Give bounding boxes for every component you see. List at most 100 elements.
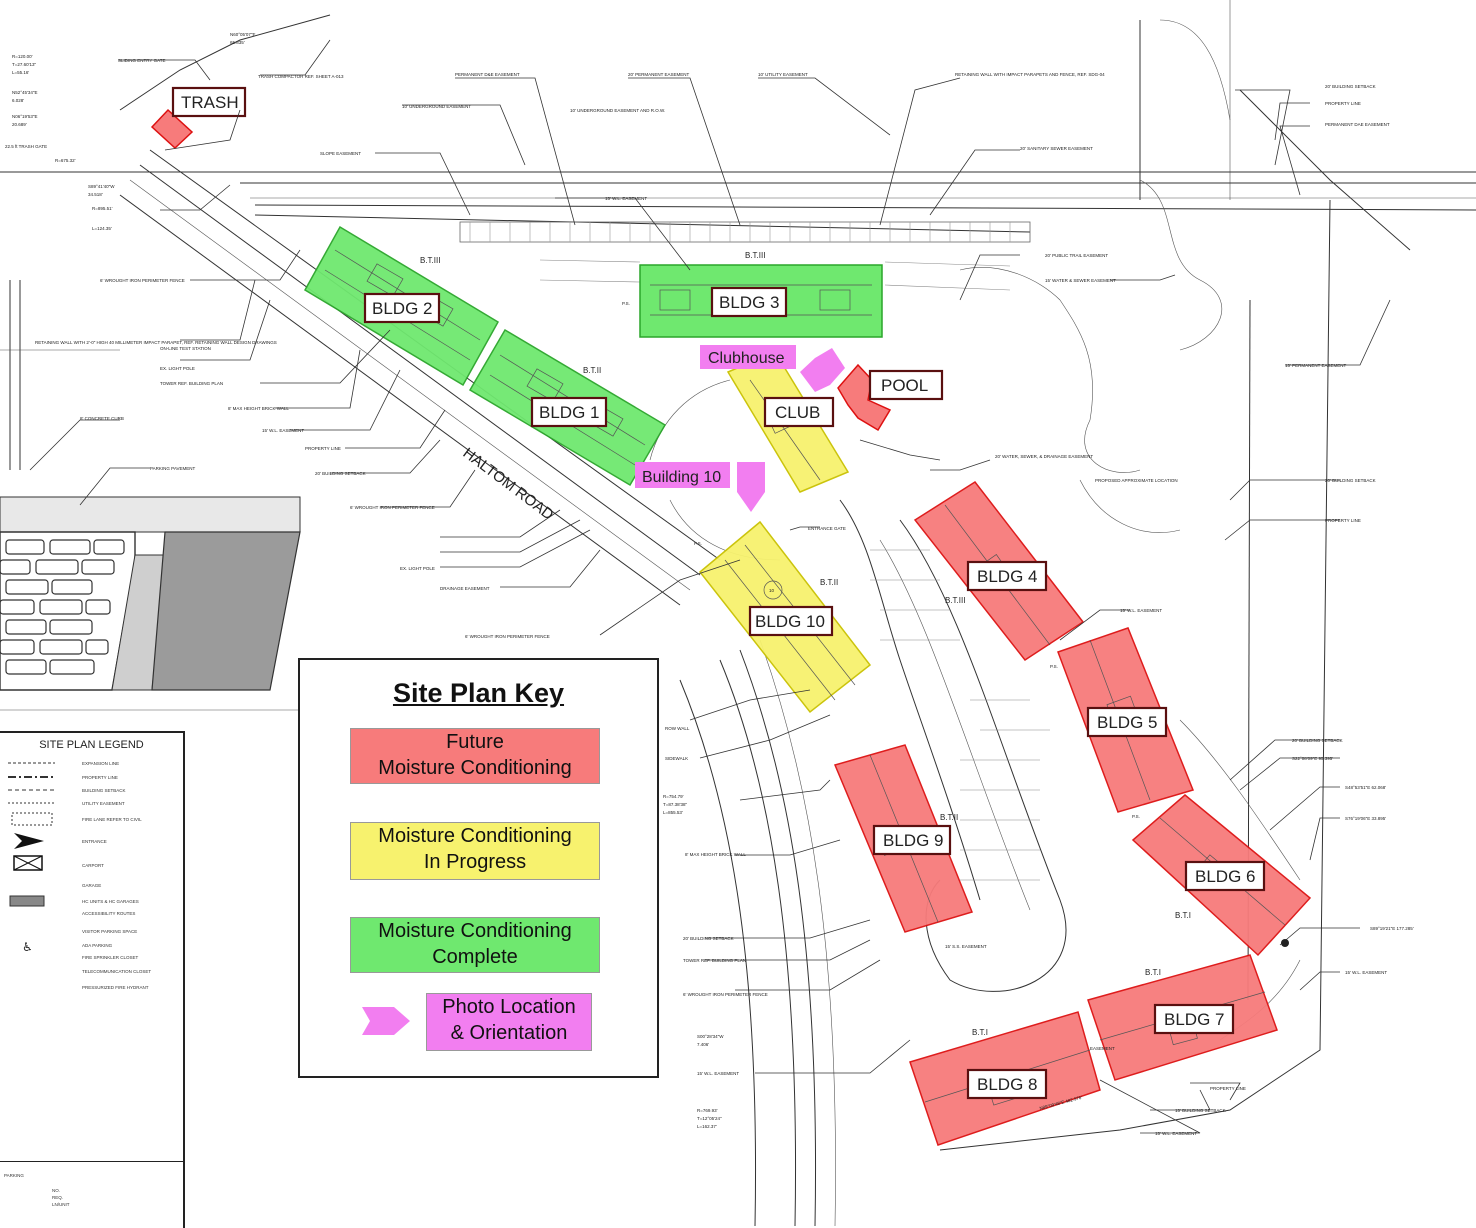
callout-pool[interactable]: POOL (868, 369, 944, 401)
bt-label: B.T.III (420, 256, 440, 265)
key-item-in-progress: Moisture Conditioning In Progress (350, 822, 600, 880)
note: 6' WROUGHT IRON PERIMETER FENCE (100, 278, 185, 283)
legend-row: PROPERTY LINE (82, 775, 118, 780)
callout-bldg5[interactable]: BLDG 5 (1086, 706, 1168, 738)
note: 15' PERMANENT EASEMENT (1285, 363, 1347, 368)
note: 20' BUILDING SETBACK (1325, 84, 1376, 89)
callout-bldg9-label: BLDG 9 (883, 831, 943, 850)
bt-label: B.T.I (1145, 968, 1161, 977)
callout-bldg7[interactable]: BLDG 7 (1153, 1003, 1235, 1035)
note: 20' BUILDING SETBACK (1292, 738, 1343, 743)
callout-club[interactable]: CLUB (763, 396, 835, 428)
bt-label: B.T.III (945, 596, 965, 605)
legend-row: LN/UNIT (52, 1202, 70, 1207)
note: 20' PUBLIC TRAIL EASEMENT (1045, 253, 1108, 258)
note: R=895.51' (92, 206, 113, 211)
note: 20' SANITARY SEWER EASEMENT (1020, 146, 1093, 151)
note: 6.028' (12, 98, 24, 103)
callout-bldg2[interactable]: BLDG 2 (363, 292, 441, 324)
callout-trash-label: TRASH (181, 93, 239, 112)
note: 7.406' (697, 1042, 709, 1047)
note: T=27.60'13" (12, 62, 37, 67)
note: DRAINAGE EASEMENT (440, 586, 490, 591)
note: P.S. (1050, 664, 1058, 669)
note: ENTRANCE GATE (808, 526, 846, 531)
legend-row: TELECOMMUNICATION CLOSET (82, 969, 152, 974)
pool-area[interactable] (837, 363, 892, 432)
trash-enclosure[interactable] (150, 108, 194, 150)
legend-row: PRESSURIZED FIRE HYDRANT (82, 985, 149, 990)
legend-row: CARPORT (82, 863, 104, 868)
note: EX. LIGHT POLE (160, 366, 195, 371)
note: 6' WROUGHT IRON PERIMETER FENCE (683, 992, 768, 997)
legend-row: VISITOR PARKING SPACE (82, 929, 138, 934)
legend-row: ADA PARKING (82, 943, 113, 948)
key-item-line: Photo Location (442, 996, 576, 1018)
note: S89°19'21"E 177.285' (1370, 926, 1414, 931)
svg-text:♿: ♿ (22, 940, 33, 954)
note: N06°19'53"E (12, 114, 38, 119)
callout-bldg4[interactable]: BLDG 4 (966, 560, 1048, 592)
note: SIDEWALK (665, 756, 688, 761)
note: 20' BUILDING SETBACK (315, 471, 366, 476)
note: TOWER REF. BUILDING PLAN (683, 958, 746, 963)
photo-marker-clubhouse[interactable]: Clubhouse (700, 345, 845, 392)
note: S76°19'06"E 33.895' (1345, 816, 1386, 821)
site-plan-key: Site Plan Key Future Moisture Conditioni… (298, 658, 659, 1078)
note: R=754.79' (663, 794, 684, 799)
bt-label: B.T.I (972, 1028, 988, 1037)
note: SLIDING ENTRY GATE (118, 58, 166, 63)
callout-bldg10-label: BLDG 10 (755, 612, 825, 631)
note: 6' WROUGHT IRON PERIMETER FENCE (465, 634, 550, 639)
note: L=55.16' (12, 70, 29, 75)
note: 20' BUILDING SETBACK (683, 936, 734, 941)
callout-bldg1[interactable]: BLDG 1 (530, 396, 608, 428)
note: PERMANENT DAE EASEMENT (1325, 122, 1390, 127)
note: P.S. (694, 541, 702, 546)
callout-bldg4-label: BLDG 4 (977, 567, 1037, 586)
note: 15' W.L. EASEMENT (262, 428, 304, 433)
note: S89°41'40"W (88, 184, 115, 189)
note: 15' W.L. EASEMENT (1120, 608, 1162, 613)
note: TRASH COMPACTOR REF. SHEET A-013 (258, 74, 344, 79)
note: PERMANENT D&E EASEMENT (455, 72, 520, 77)
key-item-line: & Orientation (450, 1022, 568, 1044)
note: R=120.00' (12, 54, 33, 59)
legend-row: PARKING (4, 1173, 24, 1178)
note: RETAINING WALL WITH IMPACT PARAPETS AND … (955, 72, 1105, 77)
note: PROPOSED APPROXIMATE LOCATION (1095, 478, 1178, 483)
drawing-annotations: R=120.00' T=27.60'13" L=55.16' N52°45'34… (5, 32, 1414, 1136)
note: PARKING PAVEMENT (150, 466, 196, 471)
curved-road (679, 639, 836, 1226)
key-item-line: Moisture Conditioning (378, 757, 572, 779)
note: 15' S.S. EASEMENT (945, 944, 987, 949)
callout-bldg10[interactable]: BLDG 10 (748, 605, 834, 637)
callout-bldg8[interactable]: BLDG 8 (966, 1068, 1048, 1100)
parking-stalls (539, 259, 1050, 881)
note: 8' MAX HEIGHT BRICK WALL (685, 852, 746, 857)
key-item-line: Complete (432, 946, 518, 968)
callout-bldg6[interactable]: BLDG 6 (1184, 860, 1266, 892)
key-item-line: Moisture Conditioning (378, 920, 572, 942)
note: 34.518' (88, 192, 103, 197)
note: 8' MAX HEIGHT BRICK WALL (228, 406, 289, 411)
callout-bldg3[interactable]: BLDG 3 (710, 286, 788, 318)
note: 15' W.L. EASEMENT (1345, 970, 1387, 975)
callout-trash[interactable]: TRASH (171, 86, 247, 118)
note: PROPERTY LINE (1210, 1086, 1246, 1091)
callout-club-label: CLUB (775, 403, 820, 422)
note: TOWER REF. BUILDING PLAN (160, 381, 223, 386)
callout-bldg9[interactable]: BLDG 9 (872, 824, 952, 856)
photo-marker-building-10[interactable]: Building 10 (635, 462, 765, 512)
callout-bldg7-label: BLDG 7 (1164, 1010, 1224, 1029)
legend-row: EXPANSION LINE (82, 761, 120, 766)
note: R=769.93' (697, 1108, 718, 1113)
note: R=675.32' (55, 158, 76, 163)
note: 15' W.L. EASEMENT (605, 196, 647, 201)
legend-row: ENTRANCE (82, 839, 107, 844)
bt-label: B.T.III (745, 251, 765, 260)
note: PROPERTY LINE (1325, 518, 1361, 523)
legend-row: NO. (52, 1188, 61, 1193)
callout-bldg3-label: BLDG 3 (719, 293, 779, 312)
